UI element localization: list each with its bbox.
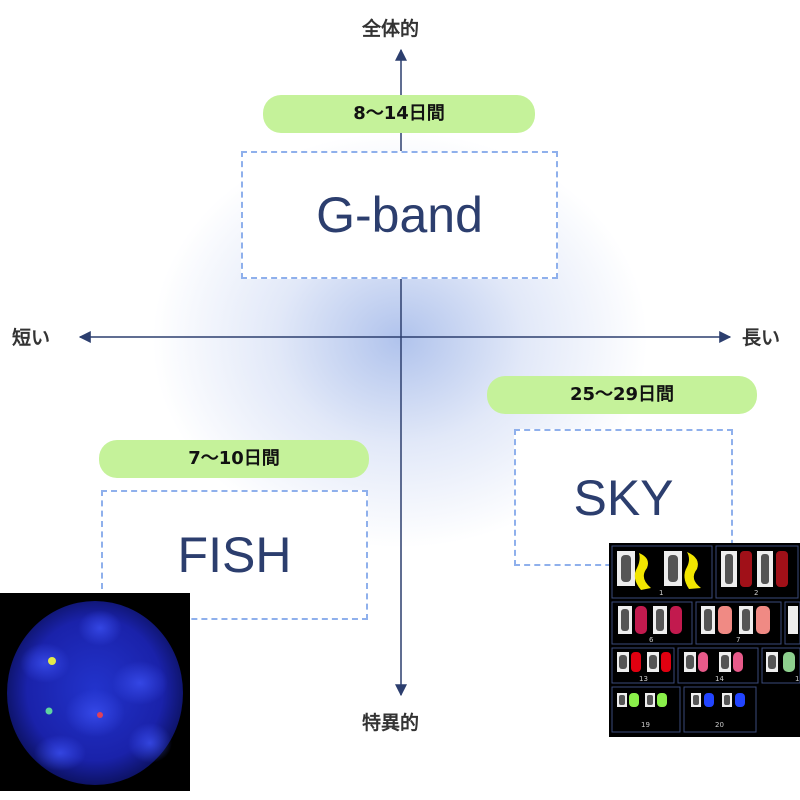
sky-karyotype-image: 1 2 6 7 13 14 1 19 20 [609,543,800,737]
karyotype-number: 1 [659,589,663,597]
karyotype-number: 14 [715,675,724,683]
karyotype-number: 2 [754,589,758,597]
axis-label-left: 短い [12,327,51,349]
sky-method-label: SKY [573,469,674,526]
karyotype-number: 1 [795,675,799,683]
fish-duration-badge: 7〜10日間 [99,440,369,478]
gband-method-box: G-band [241,151,558,279]
karyotype-number: 20 [715,721,724,729]
karyotype-number: 7 [736,636,740,644]
karyotype-number: 13 [639,675,648,683]
sky-duration-badge: 25〜29日間 [487,376,757,414]
gband-duration-badge: 8〜14日間 [263,95,535,133]
sky-method-box: SKY [514,429,733,566]
karyotype-number: 19 [641,721,650,729]
gband-method-label: G-band [316,187,483,243]
fish-method-label: FISH [177,527,292,583]
axis-label-right: 長い [742,327,781,349]
axis-label-top: 全体的 [362,18,420,40]
fish-micrograph-image [0,593,190,791]
axis-label-bottom: 特異的 [362,712,420,734]
karyotype-number: 6 [649,636,654,644]
